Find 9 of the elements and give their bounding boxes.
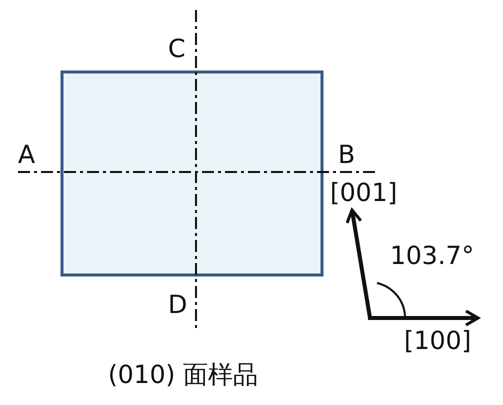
point-label: B [338,142,356,167]
axis-label: [100] [404,328,472,353]
point-label: A [18,142,36,167]
point-label: C [168,36,186,61]
caption: (010) 面样品 [108,362,258,387]
angle-label: 103.7° [390,243,474,268]
point-label: D [168,292,188,317]
sample-rectangle [60,70,324,276]
axis-label: [001] [330,180,398,205]
